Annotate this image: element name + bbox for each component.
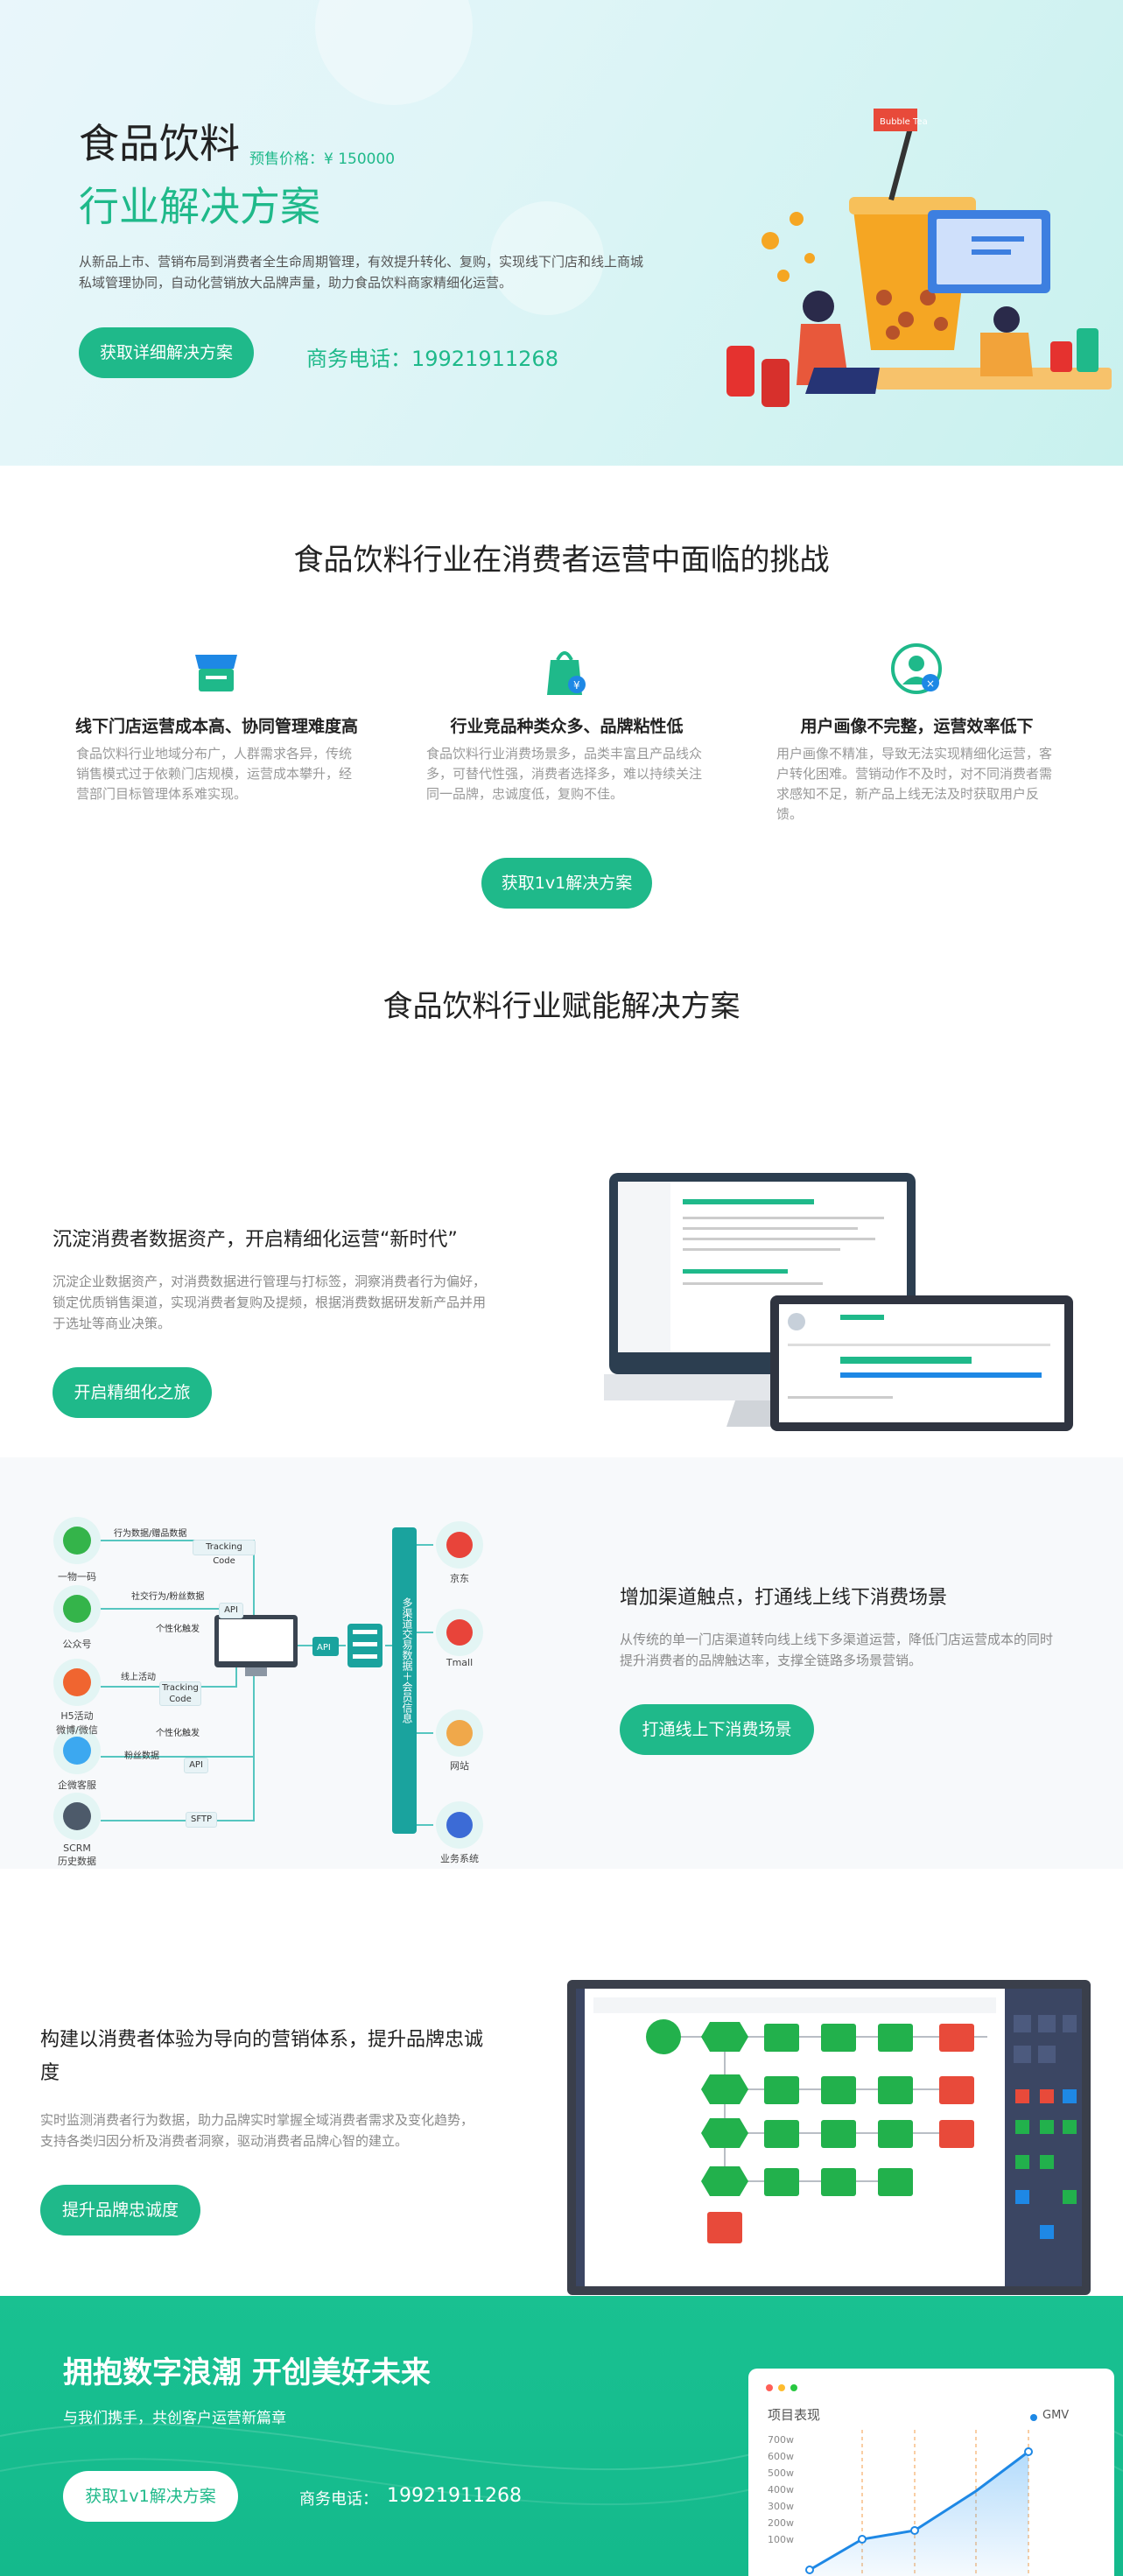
hero-banner: 食品饮料 预售价格：¥ 150000 行业解决方案 从新品上市、营销布局到消费者… [0,0,1123,466]
window-dot-icon [790,2384,797,2391]
flow-tag: 个性化触发 [156,1625,200,1634]
hero-illustration: Bubble Tea [726,109,1112,407]
node-label: SCRM 历史数据 [58,1843,96,1867]
y-tick-label: 700w [768,2434,794,2446]
card-title: 项目表现 [768,2407,821,2423]
footer-subtitle: 与我们携手，共创客户运营新篇章 [63,2410,286,2427]
dashboard-devices-mockup [604,1173,1073,1431]
hero-desc-line2: 私域管理协同，自动化营销放大品牌声量，助力食品饮料商家精细化运营。 [79,275,513,291]
node-label: 一物一码 [58,1571,96,1583]
start-refinement-button[interactable]: 开启精细化之旅 [53,1367,212,1418]
business-phone: 商务电话：19921911268 [306,347,558,371]
y-tick-label: 300w [768,2501,794,2512]
hero-title: 食品饮料 [79,120,240,167]
channel-flow-diagram: API [53,1517,483,1849]
hero-subtitle: 行业解决方案 [79,183,320,230]
challenge-desc: 食品饮料行业消费场景多，品类丰富且产品线众多，可替代性强，消费者选择多，难以持续… [426,746,703,802]
footer-banner: 拥抱数字浪潮 开创美好未来 与我们携手，共创客户运营新篇章 获取1v1解决方案 … [0,2296,1123,2576]
challenge-card: 线下门店运营成本高、协同管理难度高 食品饮料行业地域分布广，人群需求各异，传统销… [61,639,372,814]
legend-label: GMV [1042,2409,1070,2422]
svg-text:API: API [317,1643,331,1653]
node-label: 公众号 [62,1639,92,1650]
footer-phone: 19921911268 [387,2485,522,2507]
vertical-label: 多渠道交易数据＋会员信息 [401,1597,413,1723]
flow-tag: Tracking Code [159,1681,201,1706]
flow-tag: Tracking Code [193,1540,256,1566]
flow-tag: 个性化触发 [156,1729,200,1738]
window-dot-icon [778,2384,785,2391]
window-dot-icon [766,2384,773,2391]
flow-tag: 线上活动 [121,1673,156,1682]
challenges-heading: 食品饮料行业在消费者运营中面临的挑战 [293,543,830,578]
flow-tag: 行为数据/赠品数据 [114,1529,187,1539]
decor-circle [490,201,604,315]
solution-desc: 实时监测消费者行为数据，助力品牌实时掌握全域消费者需求及变化趋势，支持各类归因分… [40,2112,474,2149]
challenge-title: 行业竞品种类众多、品牌粘性低 [450,717,684,736]
get-solution-button[interactable]: 获取详细解决方案 [79,327,254,378]
flow-tag: 社交行为/粉丝数据 [131,1592,205,1602]
solution-desc: 沉淀企业数据资产，对消费数据进行管理与打标签，洞察消费者行为偏好，锁定优质销售渠… [53,1274,487,1331]
solution-title: 沉淀消费者数据资产，开启精细化运营“新时代” [53,1229,458,1251]
solution-data-assets: 沉淀消费者数据资产，开启精细化运营“新时代” 沉淀企业数据资产，对消费数据进行管… [0,1103,1123,1453]
get-1v1-solution-button[interactable]: 获取1v1解决方案 [481,858,652,909]
node-label: H5活动 微博/微信 [56,1710,98,1736]
solution-title: 构建以消费者体验为导向的营销体系，提升品牌忠诚度 [40,2029,484,2084]
svg-text:×: × [926,677,935,690]
svg-text:¥: ¥ [573,679,580,691]
hero-desc-line1: 从新品上市、营销布局到消费者全生命周期管理，有效提升转化、复购，实现线下门店和线… [79,254,644,270]
gmv-line-chart [805,2430,1033,2576]
shopping-bag-icon: ¥ [547,651,586,695]
node-label: 企微客服 [58,1779,96,1791]
user-profile-icon: × [891,643,942,694]
performance-card: 项目表现 GMV 700w 600w 500w 400w 300w 200w 100w [748,2369,1114,2576]
node-label: 网站 [450,1760,469,1772]
node-label: 京东 [450,1573,469,1584]
workflow-editor-mockup [567,1980,1091,2295]
presale-price: 预售价格：¥ 150000 [249,151,396,168]
store-icon [195,655,237,691]
decor-circle [315,0,473,105]
challenge-title: 线下门店运营成本高、协同管理难度高 [74,717,358,736]
solution-channels: API 一物一码 公众号 H5活动 微博/微信 企微客服 SCRM 历史数据 京… [0,1457,1123,1869]
legend-dot-icon [1030,2414,1037,2421]
challenge-desc: 用户画像不精准，导致无法实现精细化运营，客户转化困难。营销动作不及时，对不同消费… [776,746,1053,822]
challenge-card: × 用户画像不完整，运营效率低下 用户画像不精准，导致无法实现精细化运营，客户转… [762,639,1072,822]
challenge-title: 用户画像不完整，运营效率低下 [800,717,1034,736]
flow-tag: SFTP [186,1812,217,1828]
node-label: 业务系统 [440,1853,479,1864]
y-tick-label: 200w [768,2517,794,2529]
connect-scenes-button[interactable]: 打通线上下消费场景 [620,1704,814,1755]
y-tick-label: 400w [768,2484,794,2495]
improve-loyalty-button[interactable]: 提升品牌忠诚度 [40,2185,200,2236]
solution-title: 增加渠道触点，打通线上线下消费场景 [620,1587,948,1609]
y-tick-label: 500w [768,2467,794,2479]
flow-tag: API [184,1758,208,1773]
solutions-heading: 食品饮料行业赋能解决方案 [383,989,740,1024]
y-tick-label: 600w [768,2451,794,2462]
footer-get-solution-button[interactable]: 获取1v1解决方案 [63,2471,238,2522]
solution-loyalty: 构建以消费者体验为导向的营销体系，提升品牌忠诚度 实时监测消费者行为数据，助力品… [0,1882,1123,2295]
footer-phone-label: 商务电话： [299,2490,378,2509]
solution-desc: 从传统的单一门店渠道转向线上线下多渠道运营，降低门店运营成本的同时提升消费者的品… [620,1632,1054,1668]
flow-tag: API [219,1603,243,1618]
y-tick-label: 100w [768,2534,794,2545]
flow-tag: 粉丝数据 [124,1751,159,1761]
challenge-desc: 食品饮料行业地域分布广，人群需求各异，传统销售模式过于依赖门店规模，运营成本攀升… [76,746,353,802]
footer-title: 拥抱数字浪潮 开创美好未来 [63,2355,431,2390]
challenge-card: ¥ 行业竞品种类众多、品牌粘性低 食品饮料行业消费场景多，品类丰富且产品线众多，… [411,639,722,814]
flag-text: Bubble Tea [880,117,928,127]
node-label: Tmall [446,1657,474,1668]
source-nodes [53,1517,101,1840]
